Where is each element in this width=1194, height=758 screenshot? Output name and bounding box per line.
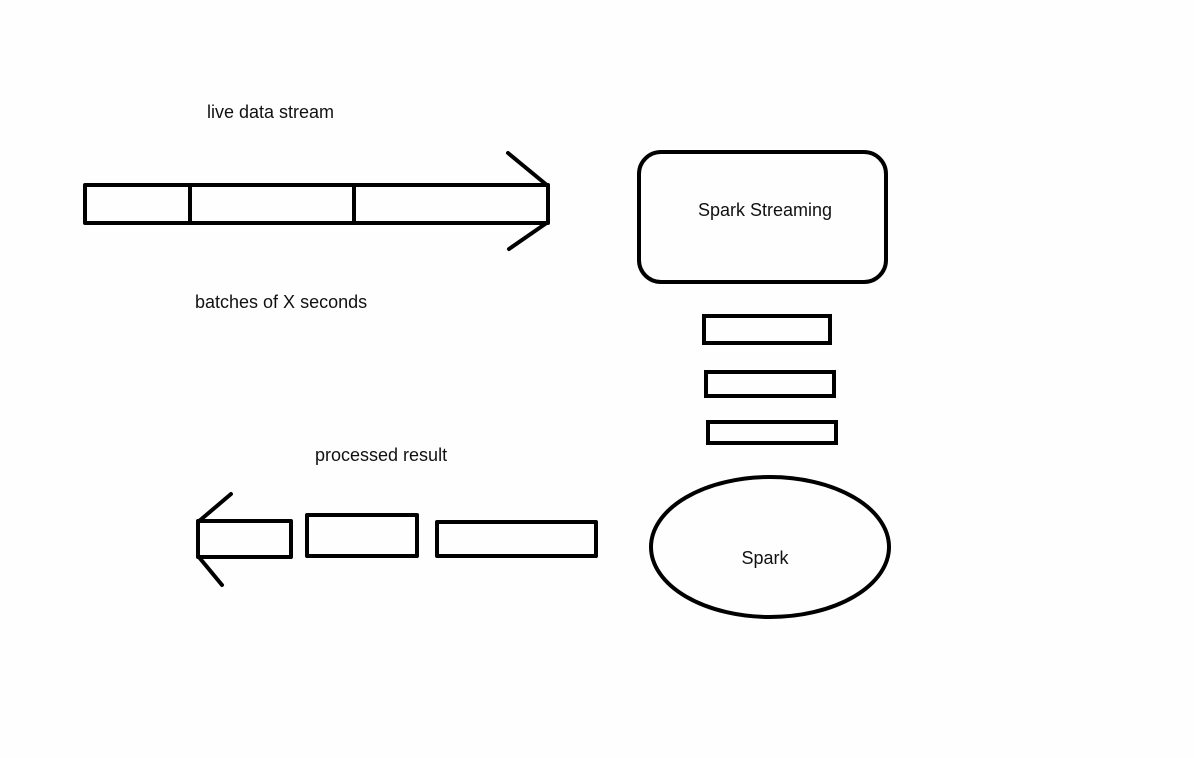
spark-streaming-node: Spark Streaming bbox=[637, 150, 888, 284]
output-label: processed result bbox=[315, 445, 447, 465]
output-stream-arrowhead bbox=[196, 492, 233, 587]
batch-block bbox=[704, 370, 836, 398]
batches-label: batches of X seconds bbox=[195, 292, 367, 312]
spark-label: Spark bbox=[741, 548, 789, 568]
output-stream-arrow bbox=[196, 492, 598, 587]
input-stream-bar bbox=[83, 183, 550, 225]
spark-streaming-box bbox=[637, 150, 888, 284]
output-batch-block bbox=[196, 519, 293, 559]
spark-node: Spark bbox=[649, 475, 891, 619]
batch-block bbox=[706, 420, 838, 445]
input-stream-arrowhead bbox=[506, 151, 550, 251]
input-stream-label: live data stream bbox=[207, 102, 334, 122]
spark-ellipse bbox=[649, 475, 891, 619]
input-stream-arrow bbox=[83, 151, 550, 251]
output-batch-block bbox=[435, 520, 598, 558]
spark-streaming-label: Spark Streaming bbox=[698, 200, 832, 220]
output-batch-block bbox=[305, 513, 419, 558]
batch-stack bbox=[702, 314, 838, 445]
batch-block bbox=[702, 314, 832, 345]
